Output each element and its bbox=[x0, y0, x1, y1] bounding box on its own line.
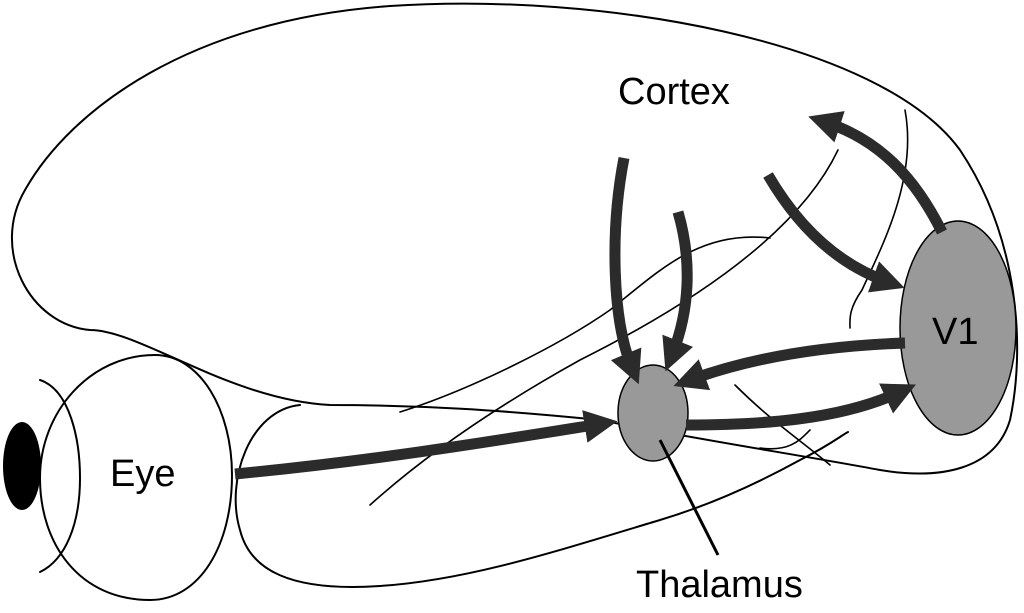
brainstem-outline bbox=[234, 404, 849, 588]
thalamus-region bbox=[617, 364, 689, 462]
arrow-cortex-to-thalamus-1 bbox=[609, 156, 642, 385]
arrow-cortex-to-thalamus-2 bbox=[662, 210, 694, 372]
internal-fold-4 bbox=[734, 384, 831, 466]
internal-fold-2 bbox=[369, 149, 839, 506]
cortex-label: Cortex bbox=[618, 71, 730, 113]
arrow-cortex-to-v1 bbox=[763, 172, 905, 293]
thalamus-label: Thalamus bbox=[636, 564, 803, 606]
eye-cornea bbox=[39, 379, 81, 573]
arrow-thalamus-to-v1 bbox=[685, 383, 916, 431]
eye-ball bbox=[39, 354, 233, 601]
eye-label: Eye bbox=[110, 453, 175, 495]
arrow-v1-to-cortex bbox=[808, 111, 947, 235]
thalamus-pointer-line bbox=[658, 439, 720, 556]
internal-fold-5 bbox=[759, 429, 811, 450]
v1-region bbox=[899, 220, 1017, 436]
arrow-v1-to-thalamus bbox=[673, 337, 906, 391]
v1-label: V1 bbox=[932, 311, 978, 353]
arrow-eye-to-thalamus bbox=[234, 410, 618, 480]
internal-fold-1 bbox=[399, 236, 771, 413]
pupil bbox=[3, 422, 41, 510]
